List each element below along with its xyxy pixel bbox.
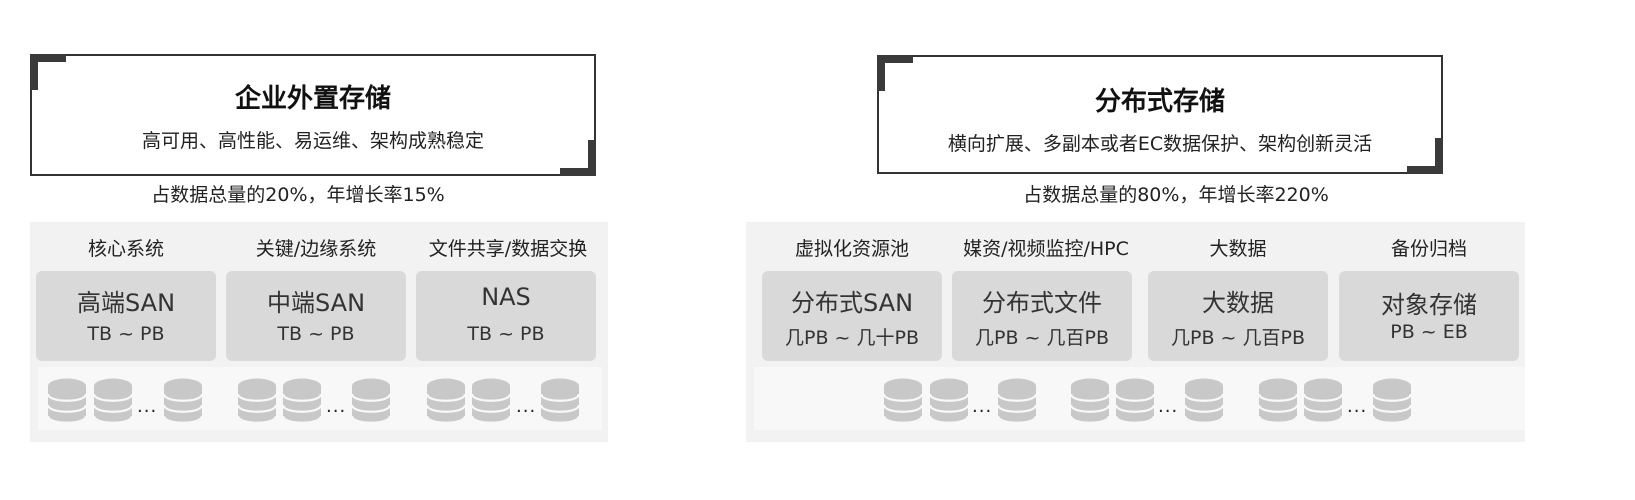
- database-disk-icon: [1071, 377, 1109, 425]
- enterprise-storage-stat: 占数据总量的20%，年增长率15%: [151, 184, 445, 206]
- ellipsis: ...: [1158, 396, 1179, 417]
- database-disk-icon: [1373, 377, 1411, 425]
- category-label: 虚拟化资源池: [794, 238, 909, 260]
- card-range: TB ~ PB: [87, 323, 165, 345]
- card-range: TB ~ PB: [277, 323, 355, 345]
- ellipsis: ...: [972, 396, 993, 417]
- storage-card-mid-range-san: 中端SAN TB ~ PB: [226, 271, 406, 361]
- storage-card-object-storage: 对象存储 PB ~ EB: [1339, 271, 1519, 361]
- database-disk-icon: [884, 377, 922, 425]
- category-label: 大数据: [1209, 238, 1267, 260]
- card-name: NAS: [481, 283, 531, 311]
- database-disk-icon: [48, 377, 86, 425]
- corner-bracket-bottom-right: [560, 140, 596, 176]
- category-label: 关键/边缘系统: [255, 238, 377, 260]
- distributed-storage-subtitle: 横向扩展、多副本或者EC数据保护、架构创新灵活: [947, 133, 1373, 155]
- database-disk-icon: [930, 377, 968, 425]
- distributed-storage-stat: 占数据总量的80%，年增长率220%: [1023, 184, 1329, 206]
- enterprise-storage-title: 企业外置存储: [234, 84, 391, 114]
- card-range: 几PB ~ 几百PB: [1171, 327, 1305, 349]
- card-range: 几PB ~ 几百PB: [975, 327, 1109, 349]
- ellipsis: ...: [1347, 396, 1368, 417]
- database-disk-icon: [1259, 377, 1297, 425]
- database-disk-icon: [238, 377, 276, 425]
- corner-bracket-top-left: [877, 55, 913, 91]
- card-name: 对象存储: [1381, 291, 1477, 319]
- card-name: 分布式文件: [982, 289, 1102, 317]
- distributed-storage-title-box: 分布式存储 横向扩展、多副本或者EC数据保护、架构创新灵活: [877, 55, 1443, 174]
- database-disk-icon: [164, 377, 202, 425]
- card-range: 几PB ~ 几十PB: [785, 327, 919, 349]
- ellipsis: ...: [516, 396, 537, 417]
- category-label: 文件共享/数据交换: [428, 238, 588, 260]
- card-name: 分布式SAN: [790, 289, 914, 317]
- database-disk-icon: [541, 377, 579, 425]
- database-disk-icon: [283, 377, 321, 425]
- distributed-storage-title: 分布式存储: [1094, 87, 1225, 117]
- card-name: 中端SAN: [266, 289, 366, 317]
- storage-card-distributed-file: 分布式文件 几PB ~ 几百PB: [952, 271, 1132, 361]
- database-disk-icon: [1116, 377, 1154, 425]
- enterprise-storage-subtitle: 高可用、高性能、易运维、架构成熟稳定: [141, 130, 484, 152]
- storage-card-nas: NAS TB ~ PB: [416, 271, 596, 361]
- database-disk-icon: [94, 377, 132, 425]
- corner-bracket-top-left: [30, 54, 66, 90]
- card-range: TB ~ PB: [467, 323, 545, 345]
- ellipsis: ...: [326, 396, 347, 417]
- storage-card-big-data: 大数据 几PB ~ 几百PB: [1148, 271, 1328, 361]
- database-disk-icon: [998, 377, 1036, 425]
- card-range: PB ~ EB: [1390, 321, 1468, 343]
- category-label: 媒资/视频监控/HPC: [963, 238, 1129, 260]
- database-disk-icon: [427, 377, 465, 425]
- category-label: 备份归档: [1390, 238, 1467, 260]
- database-disk-icon: [1304, 377, 1342, 425]
- card-name: 高端SAN: [76, 289, 176, 317]
- database-disk-icon: [352, 377, 390, 425]
- database-disk-icon: [1185, 377, 1223, 425]
- corner-bracket-bottom-right: [1407, 138, 1443, 174]
- enterprise-storage-title-box: 企业外置存储 高可用、高性能、易运维、架构成熟稳定: [30, 54, 596, 176]
- ellipsis: ...: [137, 396, 158, 417]
- category-label: 核心系统: [87, 238, 164, 260]
- database-disk-icon: [472, 377, 510, 425]
- storage-card-distributed-san: 分布式SAN 几PB ~ 几十PB: [762, 271, 942, 361]
- card-name: 大数据: [1202, 289, 1274, 317]
- storage-card-high-end-san: 高端SAN TB ~ PB: [36, 271, 216, 361]
